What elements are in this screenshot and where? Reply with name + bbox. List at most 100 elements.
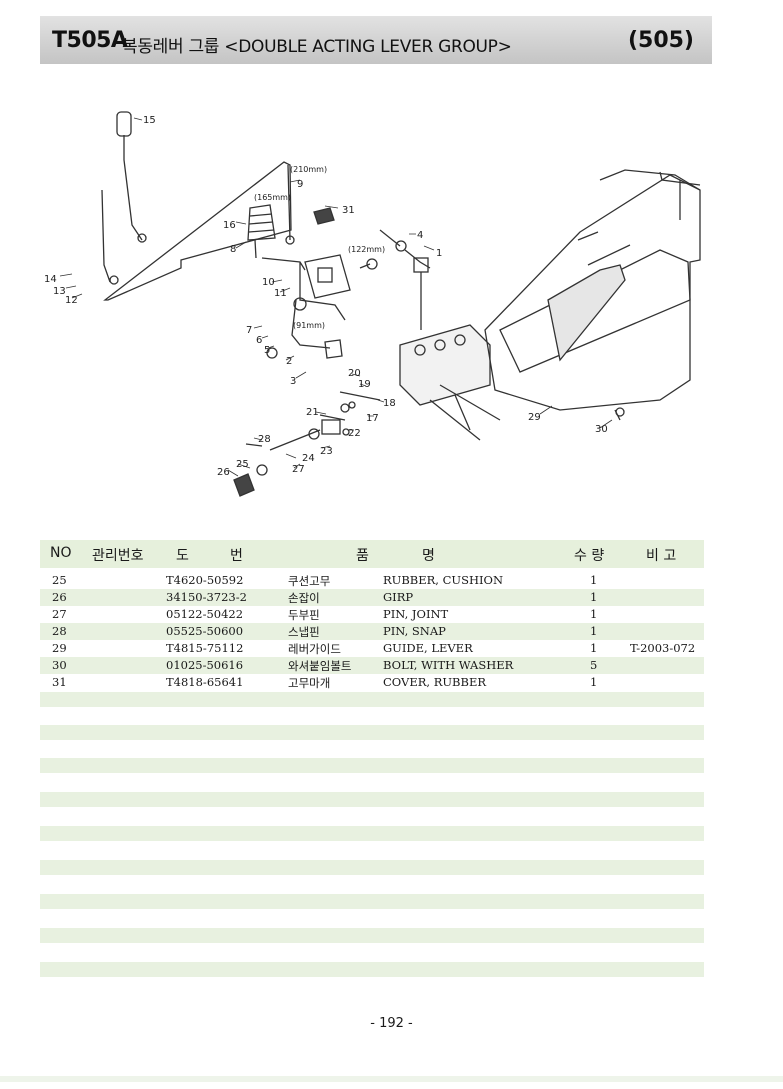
row-no: 26 [52,590,67,604]
table-row: 25 T4620-50592 쿠션고무 RUBBER, CUSHION 1 [40,572,704,589]
row-part: T4815-75112 [166,641,244,655]
bottom-scan-band [0,1076,783,1082]
empty-row-stripe [40,692,704,707]
table-row: 26 34150-3723-2 손잡이 GIRP 1 [40,589,704,606]
row-qty: 1 [590,641,598,655]
row-remark: T-2003-072 [630,641,696,655]
row-part: T4620-50592 [166,573,244,587]
row-ename: RUBBER, CUSHION [383,573,504,587]
callout-17: 17 [366,413,379,424]
callout-26: 26 [217,467,230,478]
callout-7: 7 [246,325,252,336]
row-qty: 1 [590,607,598,621]
group-number: (505) [627,28,694,53]
callout-31: 31 [342,205,355,216]
row-qty: 1 [590,573,598,587]
row-ename: PIN, JOINT [383,607,449,621]
callout-15: 15 [143,115,156,126]
row-qty: 1 [590,590,598,604]
page-header: T505A 복동레버 그룹 <DOUBLE ACTING LEVER GROUP… [40,16,712,64]
row-kname: 고무마개 [288,676,331,690]
callout-27: 27 [292,464,305,475]
callout-8: 8 [230,244,236,255]
callout-30: 30 [595,424,608,435]
empty-row-stripe [40,894,704,909]
empty-row-stripe [40,725,704,740]
row-part: 05122-50422 [166,607,244,621]
col-name-b: 명 [422,548,435,564]
row-no: 25 [52,573,67,587]
row-kname: 레버가이드 [288,642,341,656]
callout-24: 24 [302,453,315,464]
callout-18: 18 [383,398,396,409]
empty-row-stripe [40,860,704,875]
callout-12: 12 [65,295,78,306]
col-mgmt: 관리번호 [92,548,144,564]
empty-row-stripe [40,962,704,977]
exploded-parts-drawing: 15 9 31 16 8 4 1 14 13 12 10 11 7 6 5 2 … [44,111,701,497]
parts-table-header: NO 관리번호 도 번 품 명 수 량 비 고 [40,540,704,568]
row-no: 28 [52,624,67,638]
table-row: 30 01025-50616 와셔붙임볼트 BOLT, WITH WASHER … [40,657,704,674]
callout-10: 10 [262,277,275,288]
row-ename: GUIDE, LEVER [383,641,473,655]
row-kname: 쿠션고무 [288,574,331,588]
row-qty: 5 [590,658,598,672]
row-ename: BOLT, WITH WASHER [383,658,514,672]
callout-25: 25 [236,459,249,470]
dim-210: (210mm) [290,165,327,174]
empty-row-stripe [40,826,704,841]
callout-2: 2 [286,356,292,367]
page-number: - 192 - [370,1016,413,1031]
row-ename: GIRP [383,590,414,604]
col-name-a: 품 [356,548,369,564]
empty-row-stripe [40,928,704,943]
row-no: 30 [52,658,67,672]
col-qty: 수 량 [574,548,605,564]
row-kname: 스냅핀 [288,625,320,639]
group-code: T505A [52,28,128,53]
table-row: 28 05525-50600 스냅핀 PIN, SNAP 1 [40,623,704,640]
dim-165: (165mm) [254,193,291,202]
col-remark: 비 고 [646,548,677,564]
group-title: 복동레버 그룹 <DOUBLE ACTING LEVER GROUP> [122,37,512,57]
table-row: 29 T4815-75112 레버가이드 GUIDE, LEVER 1 T-20… [40,640,704,657]
callout-16: 16 [223,220,236,231]
row-ename: PIN, SNAP [383,624,446,638]
callout-19: 19 [358,379,371,390]
callout-5: 5 [264,345,270,356]
row-kname: 두부핀 [288,608,320,622]
row-kname: 와셔붙임볼트 [288,659,352,673]
callout-29: 29 [528,412,541,423]
parts-table: 25 T4620-50592 쿠션고무 RUBBER, CUSHION 1 26… [40,572,704,691]
callout-1: 1 [436,248,442,259]
empty-row-stripe [40,792,704,807]
callout-20: 20 [348,368,361,379]
row-no: 29 [52,641,67,655]
row-no: 27 [52,607,67,621]
callout-11: 11 [274,288,287,299]
row-ename: COVER, RUBBER [383,675,487,689]
row-part: T4818-65641 [166,675,244,689]
row-part: 34150-3723-2 [166,590,247,604]
row-part: 05525-50600 [166,624,244,638]
table-row: 27 05122-50422 두부핀 PIN, JOINT 1 [40,606,704,623]
row-part: 01025-50616 [166,658,244,672]
callout-22: 22 [348,428,361,439]
col-part-b: 번 [230,548,243,564]
callout-23: 23 [320,446,333,457]
callout-14: 14 [44,274,57,285]
callout-28: 28 [258,434,271,445]
row-qty: 1 [590,675,598,689]
table-row: 31 T4818-65641 고무마개 COVER, RUBBER 1 [40,674,704,691]
col-part-a: 도 [176,548,189,564]
callout-4: 4 [417,230,423,241]
row-no: 31 [52,675,67,689]
row-kname: 손잡이 [288,591,320,605]
callout-3: 3 [290,376,296,387]
callout-13: 13 [53,286,66,297]
callout-6: 6 [256,335,262,346]
callout-21: 21 [306,407,319,418]
callout-9: 9 [297,179,303,190]
lever-knob-shape [116,111,132,137]
